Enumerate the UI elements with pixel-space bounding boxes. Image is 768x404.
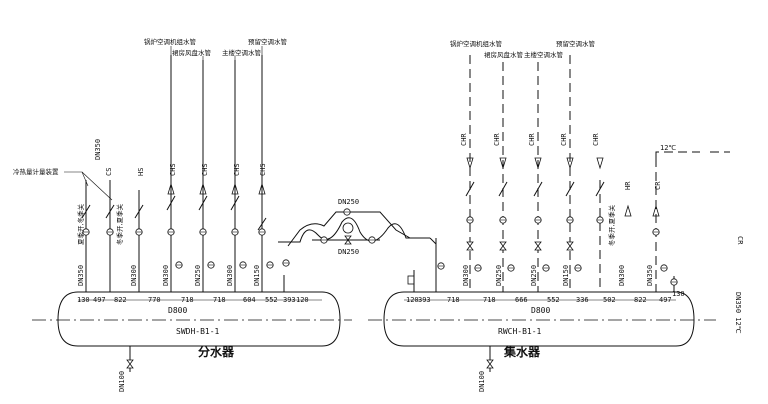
right-branch-4: DN150 [562, 265, 570, 286]
right-spacing-3: 718 [447, 296, 460, 304]
right-spacing-1: 120 [406, 296, 419, 304]
right-branch-6: DN350 [646, 265, 654, 286]
left-spacing-1: 130 [77, 296, 90, 304]
left-spacing-10: 120 [296, 296, 309, 304]
pressure-gauge [407, 275, 415, 285]
riser-label-hs: HS [137, 168, 145, 176]
right-spacing-4: 718 [483, 296, 496, 304]
left-spacing-7: 604 [243, 296, 256, 304]
left-spacing-2: 497 [93, 296, 106, 304]
right-branch-3: DN250 [530, 265, 538, 286]
left-risers [85, 55, 285, 292]
bypass-top-size: DN250 [338, 198, 359, 206]
right-spacing-10: 497 [659, 296, 672, 304]
right-riser-chr-2: CHR [493, 133, 501, 146]
distributor-vessel [57, 291, 341, 347]
riser-label-chs-1: CHS [169, 163, 177, 176]
right-outlet-label: DN350 12℃ [734, 292, 742, 334]
left-spacing-9: 393 [283, 296, 296, 304]
right-header-1: 锅炉空调机组水管 [450, 39, 503, 48]
right-drain-size: DN100 [478, 371, 486, 392]
left-spacing-4: 770 [148, 296, 161, 304]
right-vessel-id: RWCH-B1-1 [498, 327, 542, 336]
right-arrows [466, 157, 660, 217]
left-spacing-8: 552 [265, 296, 278, 304]
left-vessel-id: SWDH-B1-1 [176, 327, 220, 336]
branch-size-2: DN300 [130, 265, 138, 286]
right-caption: 集水器 [503, 344, 541, 359]
left-header-1: 锅炉空调机组水管 [144, 37, 197, 46]
left-season-1: 夏季开,冬季关 [76, 203, 85, 245]
right-spacing-6: 552 [547, 296, 560, 304]
collector-vessel [383, 291, 695, 347]
branch-size-1: DN350 [77, 265, 85, 286]
left-caption: 分水器 [198, 344, 235, 359]
right-branch-5: DN300 [618, 265, 626, 286]
bypass-bottom-size: DN250 [338, 248, 359, 256]
right-spacing-8: 502 [603, 296, 616, 304]
left-season-2: 冬季开,夏季关 [115, 203, 124, 245]
branch-size-5: DN300 [226, 265, 234, 286]
right-riser-chr-3: CHR [528, 133, 536, 146]
right-meters [465, 181, 605, 197]
left-arrows [167, 182, 266, 195]
right-riser-chr-4: CHR [560, 133, 568, 146]
right-spacing-9: 822 [634, 296, 647, 304]
riser-label-chs-3: CHS [233, 163, 241, 176]
right-spacing-2: 393 [418, 296, 431, 304]
right-spacing-7: 336 [576, 296, 589, 304]
right-header-4: 预留空调水管 [556, 39, 596, 48]
left-header-2: 裙房风盘水管 [172, 48, 212, 57]
riser-label-chs-2: CHS [201, 163, 209, 176]
branch-size-4: DN250 [194, 265, 202, 286]
right-branch-1: DN300 [462, 265, 470, 286]
bypass-line [278, 208, 437, 247]
left-header-3: 主楼空调水管 [222, 48, 262, 57]
right-riser-chr-5: CHR [592, 133, 600, 146]
left-vessel-size: D800 [168, 306, 187, 315]
left-meters [81, 195, 267, 231]
left-header-4: 预留空调水管 [248, 37, 288, 46]
right-vessel-size: D800 [531, 306, 550, 315]
left-spacing-5: 718 [181, 296, 194, 304]
left-drain-size: DN100 [118, 371, 126, 392]
right-branch-2: DN250 [495, 265, 503, 286]
branch-size-3: DN300 [162, 265, 170, 286]
riser-label-cs: CS [105, 168, 113, 176]
device-note: 冷热量计量装置 [13, 167, 59, 176]
branch-size-6: DN150 [253, 265, 261, 286]
left-header-leaders [170, 46, 263, 62]
right-risers [413, 55, 730, 292]
riser-label-chs-4: CHS [259, 163, 267, 176]
right-riser-hr: HR [624, 181, 632, 190]
right-header-2: 裙房风盘水管 [484, 50, 524, 59]
left-spacing-6: 718 [213, 296, 226, 304]
right-temp-top: 12℃ [660, 144, 676, 152]
right-riser-chr-1: CHR [460, 133, 468, 146]
right-riser-cr: CR [654, 181, 662, 190]
right-spacing-5: 666 [515, 296, 528, 304]
right-season: 冬季开,夏季关 [607, 204, 616, 246]
right-spacing-11: 130 [672, 290, 685, 298]
left-spacing-3: 822 [114, 296, 127, 304]
right-header-3: 主楼空调水管 [524, 50, 564, 59]
right-cr-label: CR [736, 236, 744, 245]
left-vertical-size: DN350 [94, 139, 102, 160]
